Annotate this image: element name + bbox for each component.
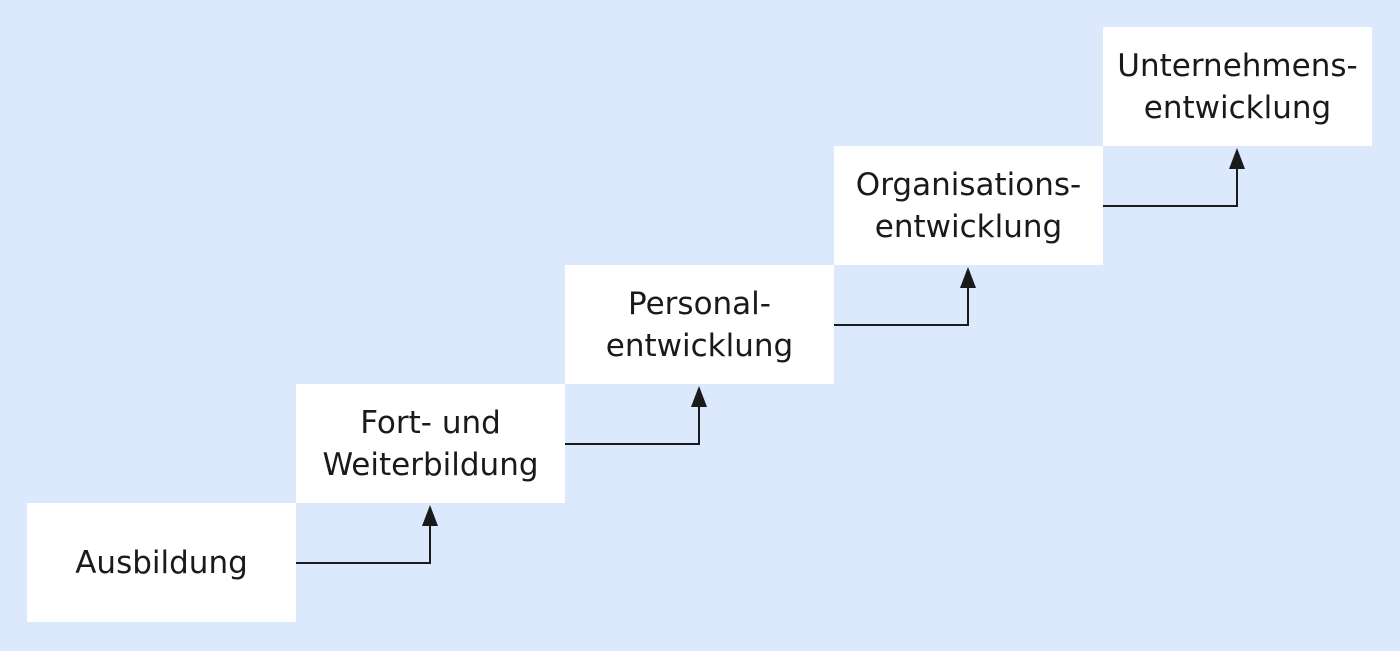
arrow-fortbildung-to-personal: [565, 386, 707, 445]
step-box-ausbildung: Ausbildung: [27, 503, 296, 622]
step-box-fort-und-weiterbildung: Fort- und Weiterbildung: [296, 384, 565, 503]
step-box-personalentwicklung: Personal- entwicklung: [565, 265, 834, 384]
arrow-3-head: [960, 267, 976, 288]
arrow-1-head: [422, 505, 438, 526]
arrow-personal-to-organisation: [834, 267, 976, 326]
step-label-fort-und-weiterbildung: Fort- und Weiterbildung: [322, 404, 539, 483]
arrow-4-line: [1103, 167, 1238, 207]
step-label-unternehmensentwicklung: Unternehmens- entwicklung: [1117, 47, 1358, 126]
arrow-1-line: [296, 524, 431, 564]
arrow-3-line: [834, 286, 969, 326]
arrow-4-head: [1229, 148, 1245, 169]
arrow-ausbildung-to-fortbildung: [296, 505, 438, 564]
step-label-personalentwicklung: Personal- entwicklung: [605, 285, 794, 364]
step-box-unternehmensentwicklung: Unternehmens- entwicklung: [1103, 27, 1372, 146]
step-box-organisationsentwicklung: Organisations- entwicklung: [834, 146, 1103, 265]
arrow-2-head: [691, 386, 707, 407]
arrow-organisation-to-unternehmen: [1103, 148, 1245, 207]
arrow-2-line: [565, 405, 700, 445]
step-label-organisationsentwicklung: Organisations- entwicklung: [855, 166, 1082, 245]
step-label-ausbildung: Ausbildung: [75, 544, 248, 581]
